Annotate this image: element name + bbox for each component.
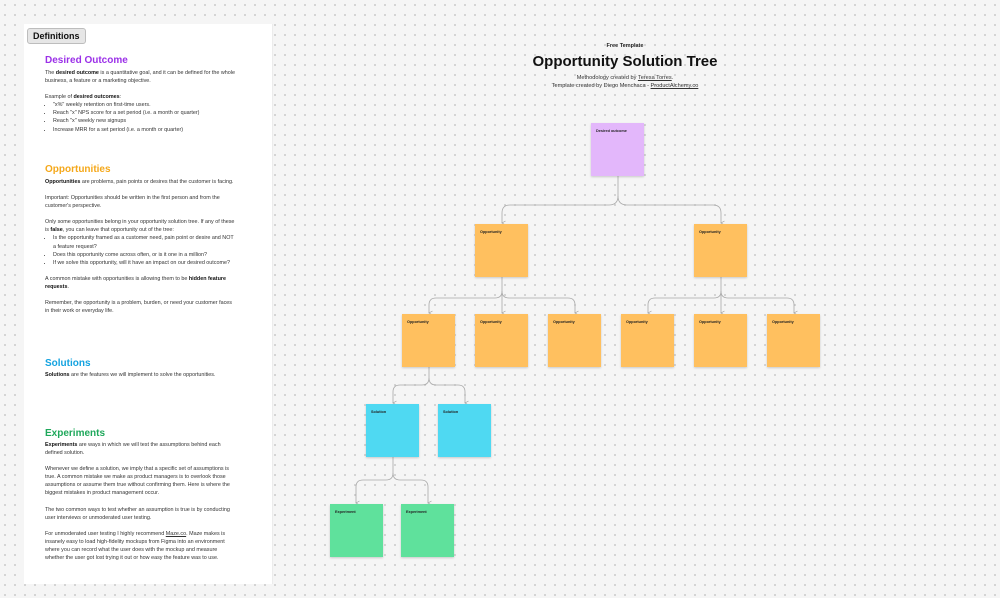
methodology-credit: Methodology created by Teresa Torres. — [576, 75, 674, 81]
sticky-label: Experiment — [406, 510, 427, 514]
experiments-description: Experiments are ways in which we will te… — [45, 442, 230, 562]
desired-outcome-examples: "x%" weekly retention on first-time user… — [45, 101, 235, 133]
template-credit: Template created by Diego Menchaca - Pro… — [551, 83, 699, 89]
list-item: "x%" weekly retention on first-time user… — [53, 101, 235, 109]
template-header: Free Template Opportunity Solution Tree … — [480, 43, 770, 90]
opportunities-criteria: Is the opportunity framed as a customer … — [45, 234, 235, 266]
sticky-label: Opportunity — [480, 230, 502, 234]
sticky-opportunity[interactable]: Opportunity — [475, 224, 528, 277]
maze-link[interactable]: Maze.co — [165, 530, 187, 537]
sticky-opportunity[interactable]: Opportunity — [694, 224, 747, 277]
sticky-label: Solution — [443, 410, 459, 414]
experiments-title: Experiments — [45, 428, 106, 439]
sticky-label: Opportunity — [480, 320, 502, 324]
sticky-solution[interactable]: Solution — [366, 404, 419, 457]
page-title: Opportunity Solution Tree — [532, 53, 718, 70]
sticky-opportunity[interactable]: Opportunity — [767, 314, 820, 367]
opportunities-description: Opportunities are problems, pain points … — [45, 178, 235, 315]
opportunities-title: Opportunities — [45, 164, 111, 175]
sticky-solution[interactable]: Solution — [438, 404, 491, 457]
teresa-torres-link[interactable]: Teresa Torres — [637, 75, 672, 81]
sticky-experiment[interactable]: Experiment — [330, 504, 383, 557]
sticky-opportunity[interactable]: Opportunity — [475, 314, 528, 367]
productalchemy-link[interactable]: ProductAlchemy.co — [650, 83, 699, 89]
list-item: Increase MRR for a set period (i.e. a mo… — [53, 126, 235, 134]
sticky-desired-outcome[interactable]: Desired outcome — [591, 123, 644, 176]
list-item: Reach "x" NPS score for a set period (i.… — [53, 109, 235, 117]
sticky-opportunity[interactable]: Opportunity — [402, 314, 455, 367]
sticky-opportunity[interactable]: Opportunity — [621, 314, 674, 367]
sticky-label: Opportunity — [407, 320, 429, 324]
sticky-opportunity[interactable]: Opportunity — [694, 314, 747, 367]
sticky-label: Opportunity — [772, 320, 794, 324]
sticky-label: Opportunity — [626, 320, 648, 324]
desired-outcome-title: Desired Outcome — [45, 55, 128, 66]
solutions-title: Solutions — [45, 358, 91, 369]
list-item: If we solve this opportunity, will it ha… — [53, 259, 235, 267]
list-item: Does this opportunity come across often,… — [53, 251, 235, 259]
sticky-experiment[interactable]: Experiment — [401, 504, 454, 557]
free-template-label: Free Template — [606, 43, 644, 49]
definitions-panel — [24, 24, 273, 584]
sticky-label: Experiment — [335, 510, 356, 514]
definitions-tag[interactable]: Definitions — [27, 28, 86, 44]
list-item: Reach "x" weekly new signups — [53, 117, 235, 125]
solutions-description: Solutions are the features we will imple… — [45, 372, 216, 378]
sticky-label: Opportunity — [699, 320, 721, 324]
desired-outcome-description: The desired outcome is a quantitative go… — [45, 69, 235, 134]
sticky-opportunity[interactable]: Opportunity — [548, 314, 601, 367]
sticky-label: Desired outcome — [596, 129, 627, 133]
list-item: Is the opportunity framed as a customer … — [53, 234, 235, 250]
sticky-label: Solution — [371, 410, 387, 414]
sticky-label: Opportunity — [699, 230, 721, 234]
sticky-label: Opportunity — [553, 320, 575, 324]
